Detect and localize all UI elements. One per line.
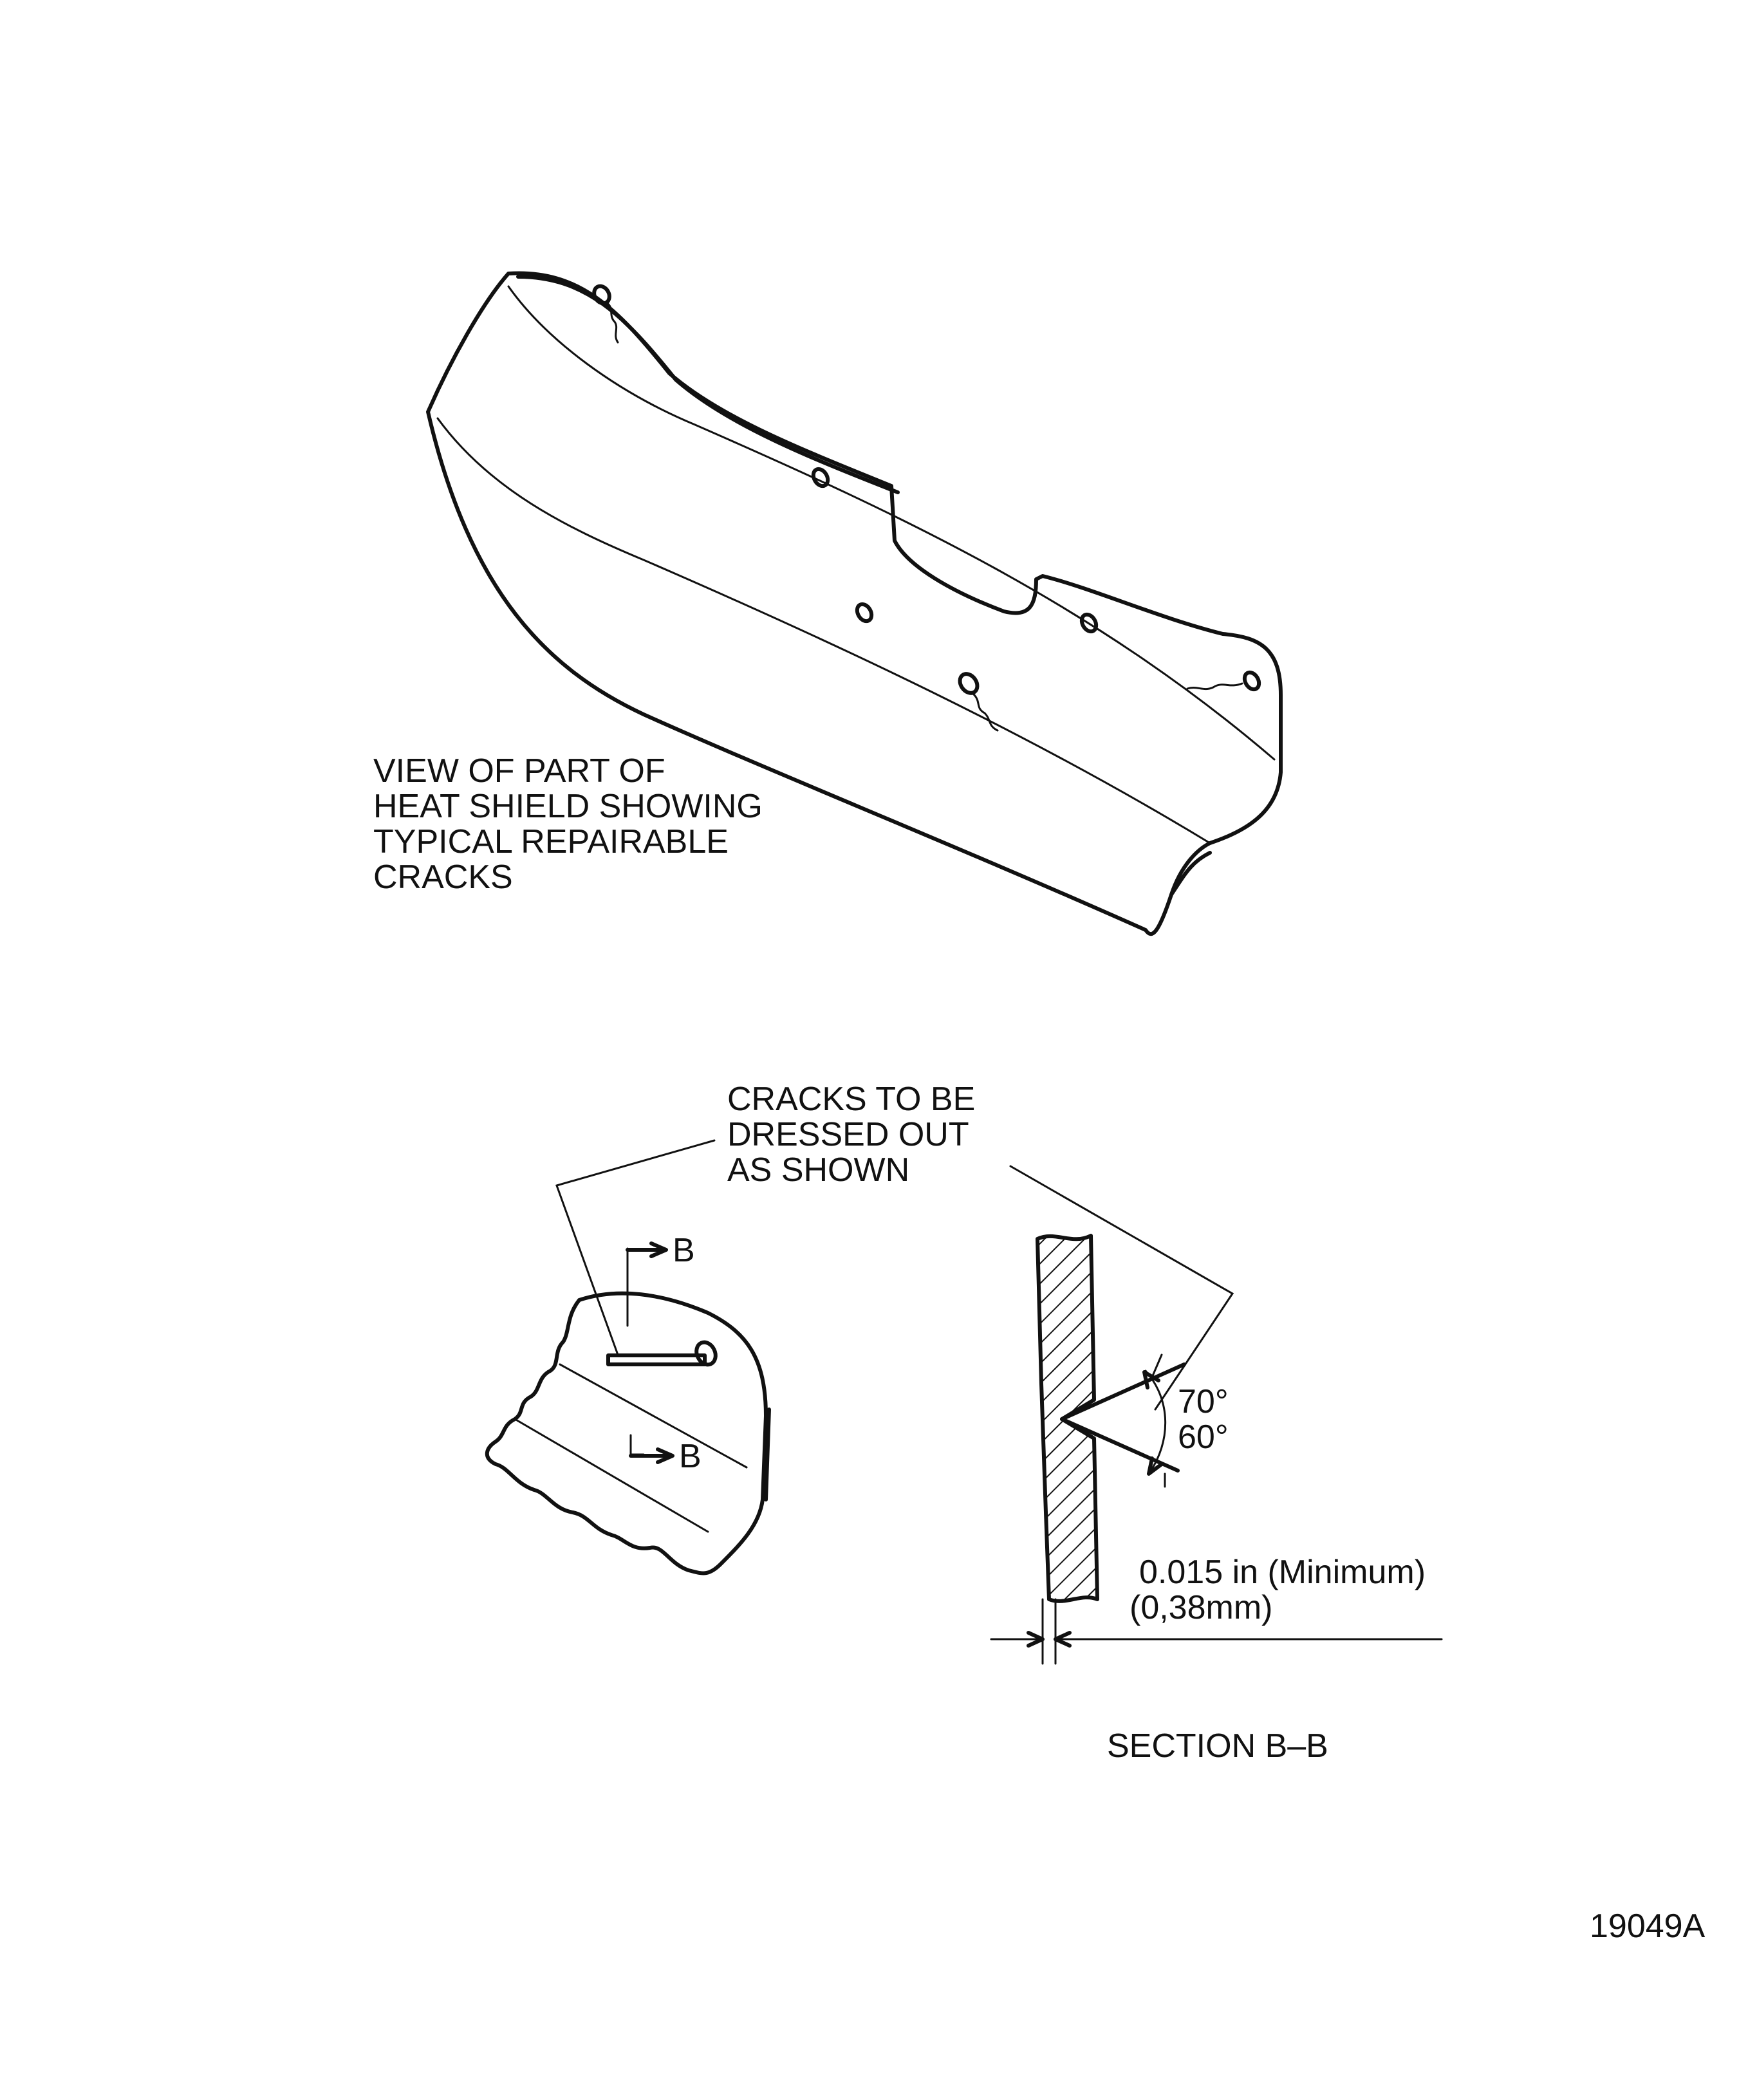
fragment-edge-flange — [764, 1408, 771, 1501]
section-title: SECTION B–B — [1107, 1727, 1328, 1765]
min-thickness-in-label: 0.015 in (Minimum) — [1139, 1554, 1426, 1591]
section-cut-line — [626, 1247, 645, 1456]
heat-shield-bend-line-lower — [436, 417, 1211, 844]
section-b-b-drawing: 70° 60° 0.015 in (Minimum) (0,38mm) SECT… — [990, 1234, 1443, 1765]
heat-shield-bottom-flange — [1169, 851, 1212, 897]
mounting-hole-6 — [1242, 670, 1261, 692]
dimension-arrow-left — [1027, 1631, 1045, 1648]
mounting-hole-3 — [855, 602, 874, 624]
callout-line-3: AS SHOWN — [727, 1151, 909, 1189]
heat-shield-inner-edge — [516, 275, 900, 494]
angle-arrow-upper — [1142, 1370, 1160, 1389]
mounting-hole-2 — [811, 467, 830, 488]
crack-1 — [605, 301, 619, 344]
detail-callout: CRACKS TO BE DRESSED OUT AS SHOWN — [727, 1081, 975, 1189]
angle-arrow-lower — [1147, 1456, 1164, 1476]
heat-shield-bend-line-upper — [507, 285, 1276, 761]
section-arrow-top — [626, 1241, 668, 1258]
dressed-out-crack-slot — [606, 1353, 707, 1366]
section-marker-top: B — [673, 1232, 695, 1269]
caption-line-1: VIEW OF PART OF — [373, 752, 665, 790]
min-thickness-mm-label: (0,38mm) — [1130, 1589, 1272, 1626]
callout-line-1: CRACKS TO BE — [727, 1081, 975, 1118]
fragment-bend-line-1 — [559, 1363, 748, 1469]
detail-fragment-drawing: B B — [485, 1139, 1234, 1575]
heat-shield-drawing — [426, 271, 1283, 936]
mounting-hole-4 — [958, 672, 980, 695]
heat-shield-caption: VIEW OF PART OF HEAT SHIELD SHOWING TYPI… — [373, 752, 763, 896]
fragment-bend-line-2 — [514, 1418, 709, 1533]
dimension-arrow-right — [1054, 1631, 1072, 1648]
callout-leader-to-section — [1009, 1165, 1234, 1411]
section-marker-bottom: B — [679, 1438, 702, 1475]
groove-extension-upper — [1151, 1353, 1163, 1379]
callout-leader-to-crack — [555, 1139, 716, 1356]
mounting-hole-1 — [592, 284, 611, 306]
angle-label-upper: 70° — [1178, 1383, 1229, 1420]
angle-arc — [1144, 1370, 1167, 1475]
angle-label-lower: 60° — [1178, 1418, 1229, 1456]
caption-line-3: TYPICAL REPAIRABLE — [373, 823, 729, 860]
callout-line-2: DRESSED OUT — [727, 1116, 969, 1153]
caption-line-2: HEAT SHIELD SHOWING — [373, 788, 763, 825]
caption-line-4: CRACKS — [373, 859, 513, 896]
crack-3 — [1186, 682, 1243, 691]
heat-shield-outline — [426, 271, 1283, 936]
fragment-hole — [694, 1340, 718, 1367]
mounting-hole-5 — [1079, 612, 1099, 634]
section-arrow-bottom — [629, 1447, 674, 1464]
section-v-groove — [1060, 1362, 1186, 1473]
figure-number: 19049A — [1590, 1908, 1706, 1945]
fragment-outline — [485, 1291, 768, 1575]
crack-2 — [972, 692, 999, 732]
